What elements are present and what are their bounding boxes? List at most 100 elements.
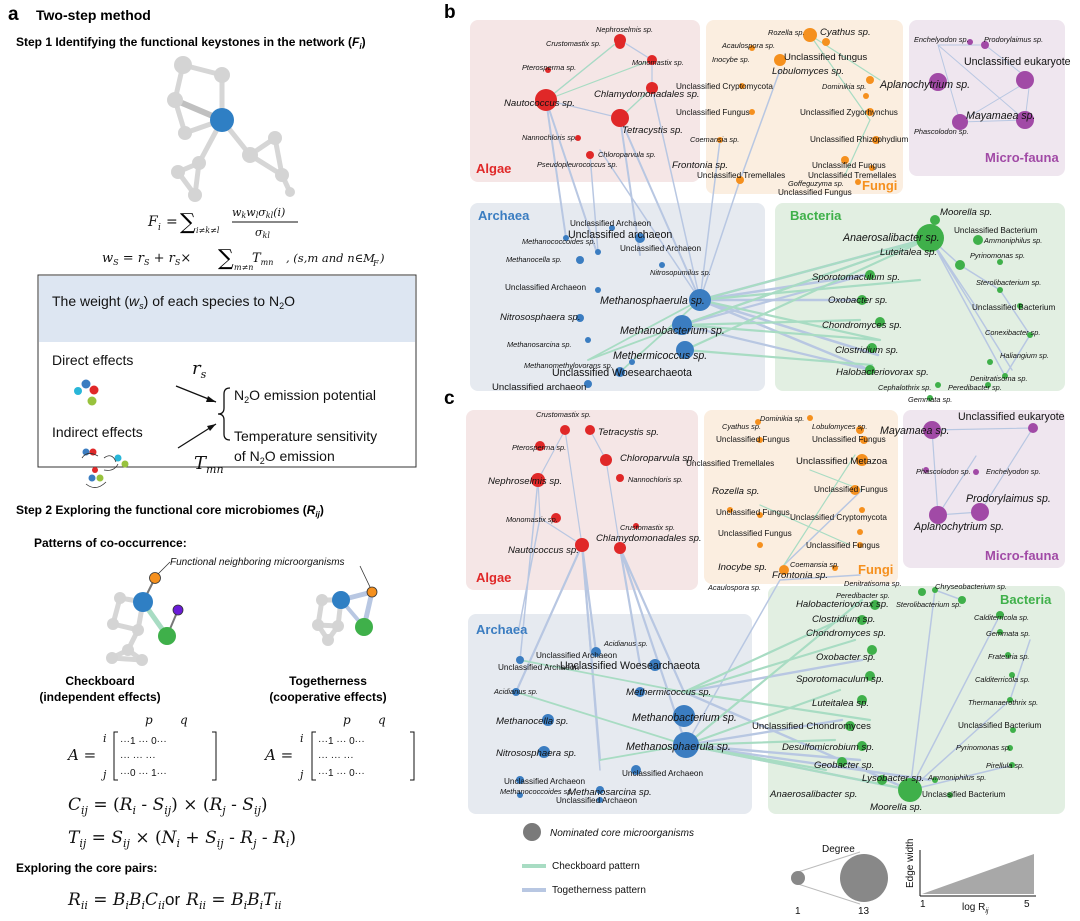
svg-text:Frontonia sp.: Frontonia sp.	[772, 570, 828, 581]
svg-text:Lysobacter sp.: Lysobacter sp.	[862, 773, 924, 784]
svg-text:Oxobacter sp.: Oxobacter sp.	[828, 295, 888, 306]
svg-text:Aplanochytrium sp.: Aplanochytrium sp.	[879, 79, 970, 91]
svg-text:A =: A =	[263, 746, 293, 764]
svg-text:Unclassified Metazoa: Unclassified Metazoa	[796, 456, 888, 467]
svg-text:=: =	[166, 214, 178, 230]
svg-text:Unclassified fungus: Unclassified fungus	[784, 52, 867, 63]
svg-text:Methanosphaerula sp.: Methanosphaerula sp.	[626, 741, 731, 753]
svg-text:q: q	[180, 713, 188, 727]
svg-text:Pirellula sp.: Pirellula sp.	[986, 761, 1024, 770]
svg-text:j: j	[100, 768, 107, 781]
svg-text:Methanobacterium sp.: Methanobacterium sp.	[620, 325, 725, 337]
svg-text:Unclassified Cryptomycota: Unclassified Cryptomycota	[790, 513, 887, 522]
svg-text:A =: A =	[66, 746, 96, 764]
indirect-effects-label: Indirect effects	[52, 424, 143, 440]
panel-b-letter: b	[444, 2, 456, 23]
svg-text:Nautococcus sp.: Nautococcus sp.	[508, 545, 579, 556]
svg-text:Pyrinomonas sp.: Pyrinomonas sp.	[970, 251, 1025, 260]
svg-text:Pterosperma sp.: Pterosperma sp.	[522, 63, 576, 72]
svg-text:1: 1	[920, 899, 926, 910]
svg-text:Unclassified eukaryote: Unclassified eukaryote	[964, 56, 1071, 68]
svg-text:Dominikia sp.: Dominikia sp.	[822, 82, 866, 91]
svg-text:Acaulospora sp.: Acaulospora sp.	[707, 583, 761, 592]
svg-text:Unclassified Tremellales: Unclassified Tremellales	[808, 171, 896, 180]
svg-text:Fungi: Fungi	[858, 562, 893, 577]
svg-text:Methanosphaerula sp.: Methanosphaerula sp.	[600, 295, 705, 307]
svg-text:Unclassified Woesearchaeota: Unclassified Woesearchaeota	[560, 660, 700, 672]
svg-text:Coemansia sp.: Coemansia sp.	[690, 135, 739, 144]
svg-text:···1 ··· 0···: ···1 ··· 0···	[318, 768, 365, 779]
svg-text:Unclassified Zygorhynchus: Unclassified Zygorhynchus	[800, 108, 898, 117]
legend-logr: log Rij	[962, 902, 989, 915]
svg-text:∑: ∑	[218, 246, 234, 271]
svg-text:Calditerricola sp.: Calditerricola sp.	[974, 613, 1029, 622]
svg-text:Unclassified Fungus: Unclassified Fungus	[778, 188, 852, 197]
svg-text:Luteitalea sp.: Luteitalea sp.	[812, 698, 869, 709]
checkboard-network	[106, 561, 184, 666]
indirect-effects-icon	[81, 448, 129, 488]
svg-text:Algae: Algae	[476, 161, 511, 176]
svg-text:Archaea: Archaea	[476, 622, 528, 637]
svg-text:Unclassified Archaeon: Unclassified Archaeon	[622, 769, 703, 778]
svg-text:Unclassified Fungus: Unclassified Fungus	[716, 435, 790, 444]
svg-text:Cephalothrix sp.: Cephalothrix sp.	[878, 383, 931, 392]
svg-text:Chlamydomonadales sp.: Chlamydomonadales sp.	[596, 533, 702, 544]
svg-text:Monomastix sp.: Monomastix sp.	[632, 58, 684, 67]
svg-text:Unclassified archaeon: Unclassified archaeon	[492, 382, 586, 393]
svg-text:···1 ··· 0···: ···1 ··· 0···	[120, 736, 167, 747]
svg-text:Inocybe sp.: Inocybe sp.	[712, 55, 750, 64]
svg-text:Unclassified Archaeon: Unclassified Archaeon	[570, 219, 651, 228]
svg-text:Haliangium sp.: Haliangium sp.	[1000, 351, 1049, 360]
panel-c-letter: c	[444, 388, 455, 409]
matrix-checkboard: p q i j A = ···1 ··· 0··· ··· ··· ··· ··…	[66, 713, 217, 781]
svg-text:Acidianus sp.: Acidianus sp.	[603, 639, 648, 648]
svg-text:p: p	[343, 713, 351, 727]
keystone-network	[167, 56, 295, 202]
panel-a-title: Two-step method	[36, 7, 151, 23]
svg-text:···1 ··· 0···: ···1 ··· 0···	[318, 736, 365, 747]
checkboard-sub: (independent effects)	[39, 690, 160, 704]
svg-text:Crustomastix sp.: Crustomastix sp.	[546, 39, 601, 48]
svg-text:Halobacteriovorax sp.: Halobacteriovorax sp.	[836, 367, 929, 378]
svg-text:i: i	[300, 732, 304, 745]
svg-text:Micro-fauna: Micro-fauna	[985, 548, 1059, 563]
svg-text:Unclassified eukaryote: Unclassified eukaryote	[958, 411, 1065, 423]
svg-text:Phascolodon sp.: Phascolodon sp.	[916, 467, 971, 476]
svg-text:Pseudopleurococcus sp.: Pseudopleurococcus sp.	[537, 160, 618, 169]
nodes-b	[535, 28, 1034, 401]
legend-togetherness: Togetherness pattern	[552, 885, 646, 896]
svg-text:Pyrinomonas sp.: Pyrinomonas sp.	[956, 743, 1011, 752]
svg-text:Acaulospora sp.: Acaulospora sp.	[721, 41, 775, 50]
svg-text:Methanococcoides sp.: Methanococcoides sp.	[522, 237, 596, 246]
svg-text:Lobulomyces sp.: Lobulomyces sp.	[812, 422, 867, 431]
svg-text:Rozella sp.: Rozella sp.	[712, 486, 759, 497]
legend-edge-width: Edge width	[905, 839, 916, 888]
svg-text:Methermicoccus sp.: Methermicoccus sp.	[626, 687, 711, 698]
svg-text:∑: ∑	[180, 210, 196, 235]
svg-text:Unclassified Archaeon: Unclassified Archaeon	[536, 651, 617, 660]
step2-title: Step 2 Exploring the functional core mic…	[16, 503, 324, 519]
labels-b: Algae Fungi Micro-fauna Archaea Bacteria…	[476, 25, 1071, 404]
equation-ws: wS = rS + rS× ∑ m≠n Tmn , (s,m and n∈M F…	[102, 246, 385, 272]
emission-potential: N2O emission potential	[234, 387, 376, 405]
svg-text:Unclassified Fungus: Unclassified Fungus	[676, 108, 750, 117]
svg-text:Tetracystis sp.: Tetracystis sp.	[622, 125, 683, 136]
svg-text:): )	[379, 251, 385, 265]
togetherness-title: Togetherness	[289, 674, 367, 688]
svg-text:Mayamaea sp.: Mayamaea sp.	[966, 110, 1035, 122]
svg-text:Monomastix sp.: Monomastix sp.	[506, 515, 558, 524]
svg-text:···0 ··· 1···: ···0 ··· 1···	[120, 768, 167, 779]
svg-text:Halobacteriovorax sp.: Halobacteriovorax sp.	[796, 599, 889, 610]
svg-text:Acidianus sp.: Acidianus sp.	[493, 687, 538, 696]
svg-text:Dominikia sp.: Dominikia sp.	[760, 414, 804, 423]
bacteria-region	[775, 203, 1065, 391]
svg-text:Chondromyces sp.: Chondromyces sp.	[822, 320, 902, 331]
svg-text:, (s,m and n∈M: , (s,m and n∈M	[286, 251, 376, 265]
svg-text:Geobacter sp.: Geobacter sp.	[814, 760, 874, 771]
temperature-sensitivity-2: of N2O emission	[234, 448, 335, 466]
svg-text:Unclassified Archaeon: Unclassified Archaeon	[505, 283, 586, 292]
svg-text:Lobulomyces sp.: Lobulomyces sp.	[772, 66, 844, 77]
svg-text:Unclassified Archaeon: Unclassified Archaeon	[504, 777, 585, 786]
